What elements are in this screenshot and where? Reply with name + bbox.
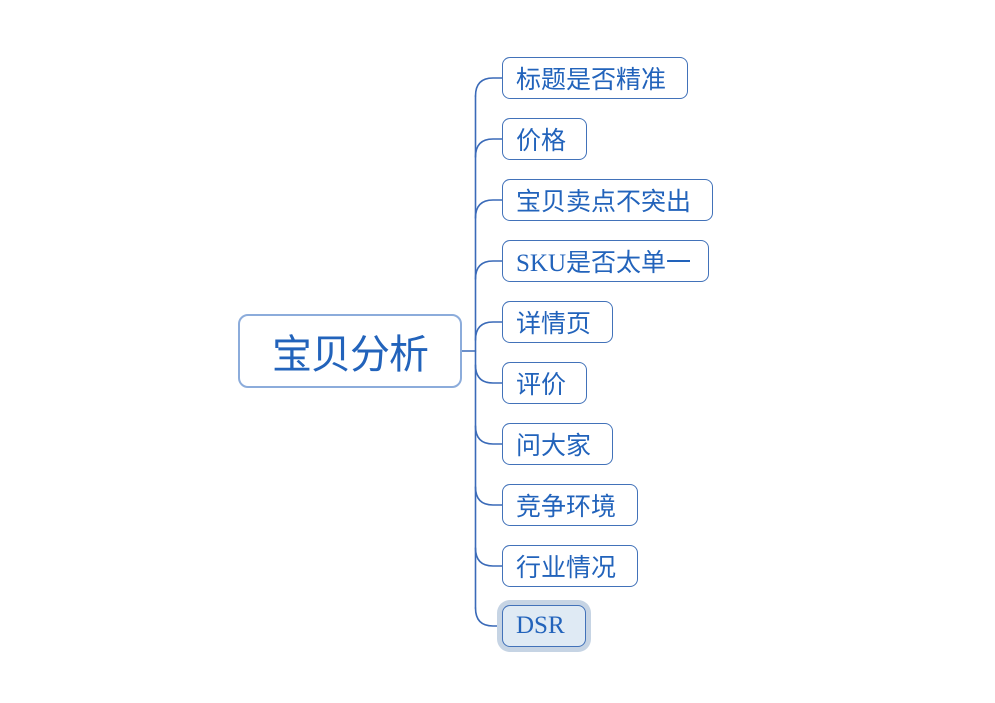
connector-branch-1 (474, 77, 503, 97)
mindmap-node-title-precision[interactable]: 标题是否精准 (502, 57, 688, 99)
mindmap-node-competition[interactable]: 竞争环境 (502, 484, 638, 526)
connector-branch-7 (474, 425, 503, 445)
mindmap-node-sku-variety[interactable]: SKU是否太单一 (502, 240, 709, 282)
connector-branch-8 (474, 486, 503, 506)
mindmap-node-price[interactable]: 价格 (502, 118, 587, 160)
connector-branch-3 (474, 199, 503, 219)
mindmap-node-industry[interactable]: 行业情况 (502, 545, 638, 587)
mindmap-root-node[interactable]: 宝贝分析 (238, 314, 462, 388)
mindmap-node-dsr[interactable]: DSR (502, 605, 586, 647)
connector-branch-9 (474, 547, 503, 567)
mindmap-node-selling-points[interactable]: 宝贝卖点不突出 (502, 179, 713, 221)
connector-branch-2 (474, 138, 503, 158)
connector-branch-4 (474, 260, 503, 280)
mindmap-node-reviews[interactable]: 评价 (502, 362, 587, 404)
connector-branch-6 (474, 364, 503, 384)
mindmap-node-detail-page[interactable]: 详情页 (502, 301, 613, 343)
connector-branch-10 (474, 607, 503, 627)
connector-branch-5 (474, 321, 503, 341)
mindmap-node-ask-everyone[interactable]: 问大家 (502, 423, 613, 465)
